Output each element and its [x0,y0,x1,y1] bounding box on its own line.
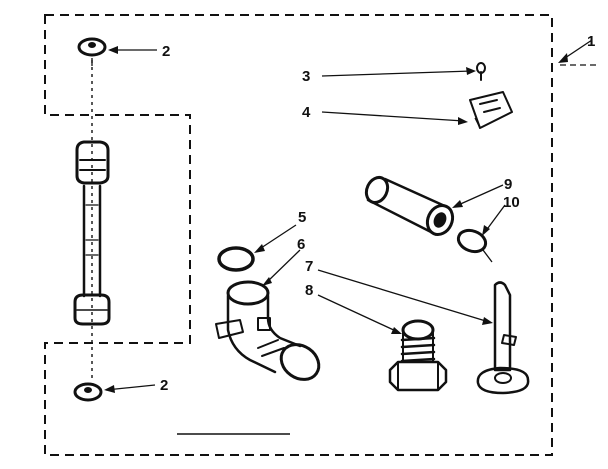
arrow-7 [482,317,493,325]
part-9-filter [364,175,455,237]
callout-3: 3 [302,68,310,85]
arrow-10 [482,225,490,236]
arrow-5 [254,244,265,253]
callout-2-top: 2 [162,43,170,60]
arrow-9 [452,200,463,208]
callout-9: 9 [504,176,512,193]
callout-4: 4 [302,104,311,121]
part-5-ring [217,246,255,272]
arrow-8 [391,327,402,334]
fill-hose [73,140,111,326]
part-7-leg [476,281,530,395]
callout-7: 7 [305,258,313,275]
callout-5: 5 [298,209,306,226]
kit-boundary [44,14,553,456]
callout-10: 10 [503,194,520,211]
leader-9 [455,184,504,207]
part-4-clip [469,91,513,129]
arrow-2-bottom [104,385,115,393]
part-6-elbow [215,280,321,381]
leader-10 [484,204,506,233]
arrow-6 [262,277,272,286]
callout-8: 8 [305,282,313,299]
leader-6 [265,249,301,284]
arrow-1 [558,53,568,63]
leader-4 [321,111,465,122]
arrow-3 [466,67,476,75]
callout-1: 1 [587,33,595,50]
leader-10-tail [482,249,493,263]
washer-top [77,37,107,66]
leader-5 [257,224,297,251]
callout-6: 6 [297,236,305,253]
part-3-screw [476,62,486,81]
washer-bottom [73,382,103,402]
part-10-ring [456,228,488,254]
arrow-4 [458,117,468,125]
arrow-2-top [108,46,118,54]
callout-2-bottom: 2 [160,377,168,394]
leader-3 [321,70,473,77]
leader-8 [317,294,399,333]
part-8-fitting [388,319,448,392]
leader-7 [317,269,490,323]
